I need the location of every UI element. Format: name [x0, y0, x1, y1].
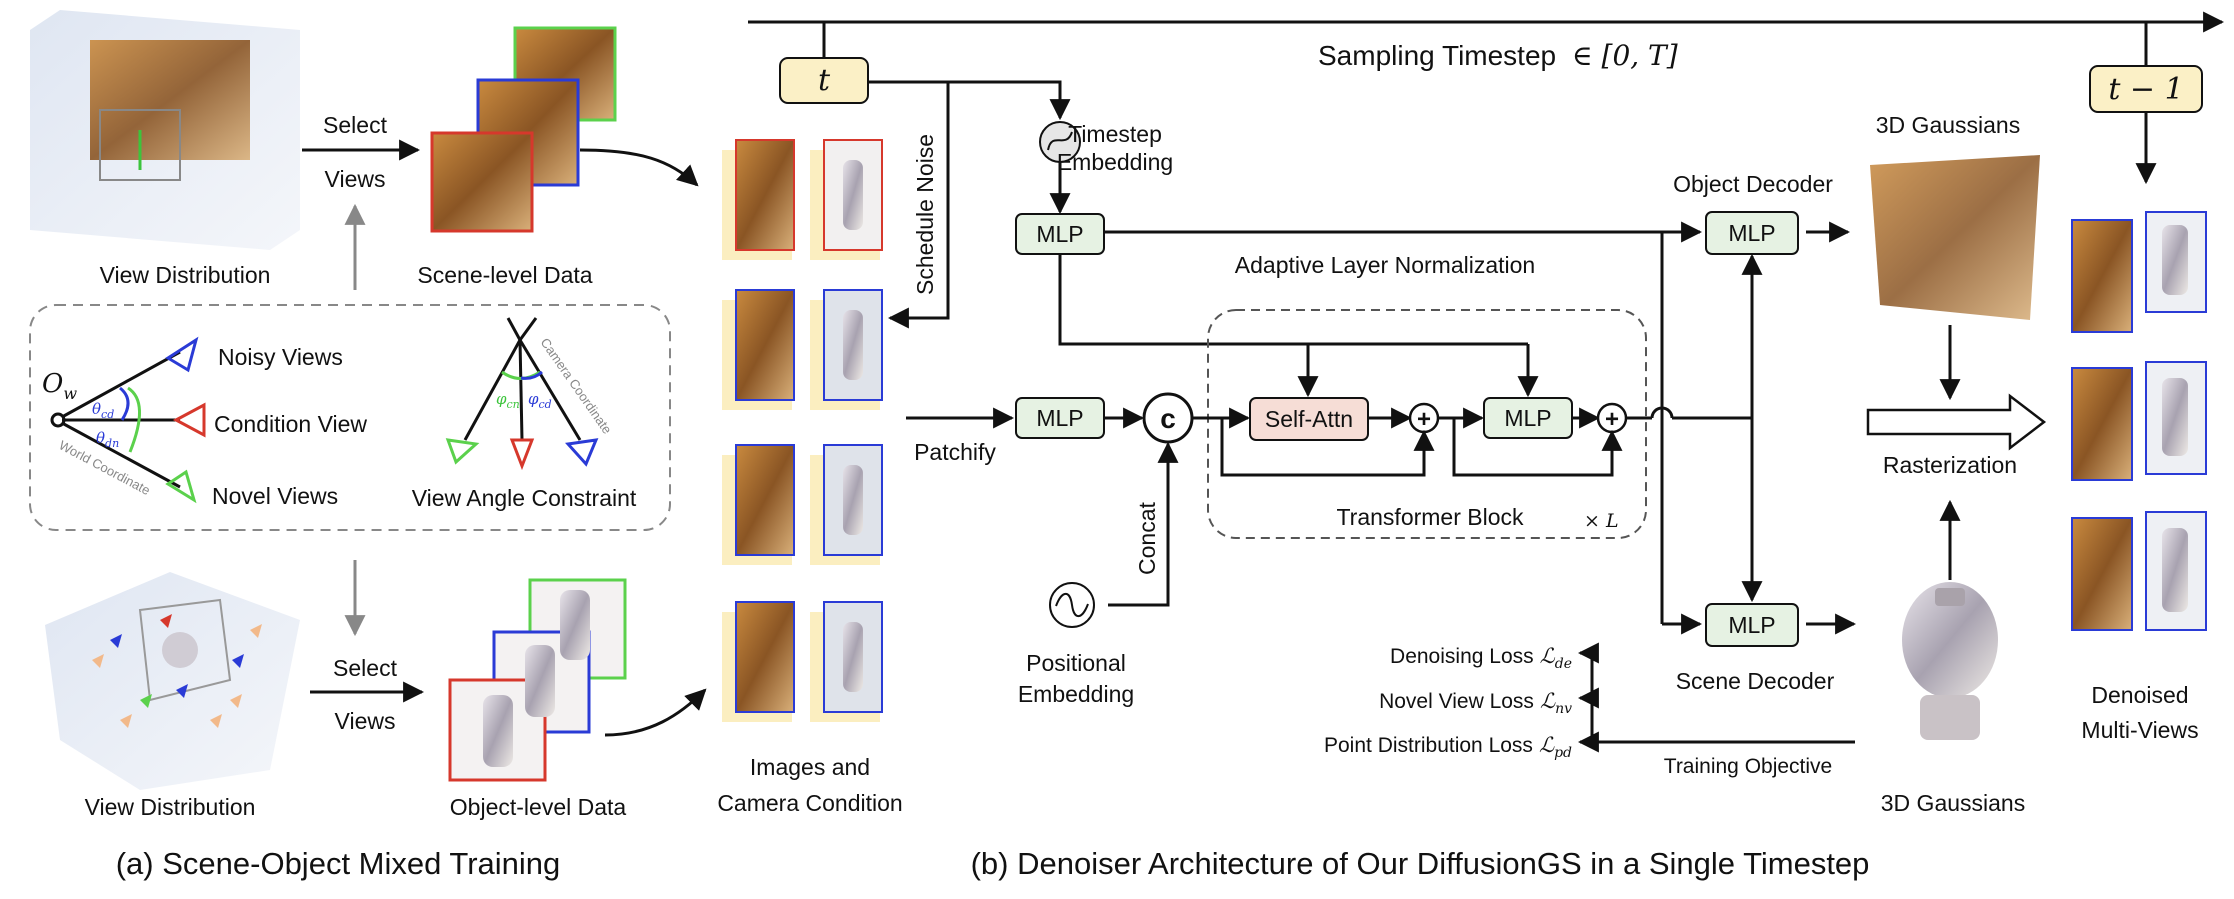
part-b-caption: (b) Denoiser Architecture of Our Diffusi…	[971, 846, 1870, 881]
images-condition-label-1: Images and	[750, 754, 870, 780]
denoised-label-2: Multi-Views	[2081, 717, 2198, 743]
condition-view-icon	[172, 402, 206, 438]
timestep-embedding-label-2: Embedding	[1057, 149, 1173, 175]
timestep-mlp-label: MLP	[1036, 221, 1083, 247]
self-attn-label: Self-Attn	[1265, 406, 1353, 432]
residual-add-2-symbol: +	[1605, 406, 1619, 433]
times-l-label: × L	[1584, 510, 1619, 532]
phi-cn-label: φcn	[496, 390, 520, 411]
select-views-top-label-1: Select	[323, 112, 388, 138]
object-decoder-mlp-box	[1705, 211, 1799, 255]
images-condition-label-2: Camera Condition	[717, 790, 902, 816]
sampling-timestep-label: Sampling Timestep ∈ [0, T]	[1318, 39, 1678, 72]
noisy-views-label: Noisy Views	[218, 344, 343, 370]
object-decoder-mlp-label: MLP	[1728, 220, 1775, 246]
denoised-views-column	[2071, 211, 2207, 631]
view-distribution-bottom-label: View Distribution	[85, 794, 256, 820]
view-distribution-top-label: View Distribution	[100, 262, 271, 288]
t-label: t	[818, 63, 831, 98]
object-decoder-label: Object Decoder	[1673, 171, 1833, 197]
residual-add-1-symbol: +	[1417, 406, 1431, 433]
scene-to-images-arrow	[579, 148, 699, 187]
schedule-noise-label: Schedule Noise	[912, 134, 938, 295]
view-angle-constraint-label: View Angle Constraint	[412, 485, 637, 511]
rasterization-label: Rasterization	[1883, 452, 2017, 478]
camera-noisy-icon	[565, 438, 599, 467]
patchify-label: Patchify	[914, 439, 996, 465]
scene-gaussians-render	[1870, 155, 2040, 320]
object-gaussians-render	[1902, 582, 1998, 740]
denoised-label-1: Denoised	[2091, 682, 2188, 708]
object-to-images-arrow	[604, 688, 707, 737]
positional-embedding-icon	[1049, 582, 1095, 628]
transformer-block-label: Transformer Block	[1336, 504, 1524, 530]
view-distribution-plot-bottom	[45, 572, 300, 790]
input-images-column	[722, 139, 883, 722]
scene-level-images	[430, 26, 617, 233]
concat-label: Concat	[1134, 502, 1160, 575]
scene-decoder-label: Scene Decoder	[1676, 668, 1835, 694]
phi-cd-label: φcd	[528, 390, 552, 411]
timestep-embedding-label-1: Timestep	[1068, 121, 1162, 147]
gaussians-top-label: 3D Gaussians	[1876, 112, 2020, 138]
training-objective-label: Training Objective	[1664, 755, 1832, 778]
schedule-noise-arrow	[887, 82, 950, 329]
novel-views-label: Novel Views	[212, 483, 338, 509]
t-to-timestep-arrow	[868, 80, 1071, 121]
camera-novel-icon	[445, 438, 480, 465]
scene-decoder-mlp-box	[1705, 603, 1799, 647]
origin-label: Ow	[42, 369, 77, 403]
scene-decoder-mlp-label: MLP	[1728, 612, 1775, 638]
concat-symbol: c	[1160, 403, 1176, 434]
select-views-top-label-2: Views	[325, 166, 386, 192]
select-views-bottom-label-1: Select	[333, 655, 398, 681]
gaussians-bottom-label: 3D Gaussians	[1881, 790, 2025, 816]
part-a-caption: (a) Scene-Object Mixed Training	[116, 846, 561, 881]
block-mlp-label: MLP	[1504, 405, 1551, 431]
view-distribution-plot-top	[30, 10, 300, 250]
adaptive-layer-norm-label: Adaptive Layer Normalization	[1235, 252, 1535, 278]
scene-level-data-label: Scene-level Data	[417, 262, 592, 288]
object-level-data-label: Object-level Data	[450, 794, 627, 820]
transformer-block-box	[1207, 309, 1647, 539]
camera-condition-icon	[509, 438, 535, 471]
view-legend-box: Ow θcd θdn World Coordinate Noisy Views …	[29, 304, 671, 531]
patch-mlp-label: MLP	[1036, 405, 1083, 431]
rasterization-arrow	[1866, 393, 2047, 451]
t-minus-1-label: t − 1	[2108, 72, 2183, 107]
select-views-bottom-label-2: Views	[335, 708, 396, 734]
noisy-view-icon	[165, 336, 199, 373]
positional-embedding-label-2: Embedding	[1018, 681, 1134, 707]
object-level-images	[448, 578, 627, 782]
positional-embedding-label-1: Positional	[1026, 650, 1126, 676]
condition-view-label: Condition View	[214, 411, 367, 437]
theta-dn-label: θdn	[96, 429, 119, 450]
theta-cd-label: θcd	[92, 400, 114, 421]
novel-view-icon	[165, 469, 197, 504]
